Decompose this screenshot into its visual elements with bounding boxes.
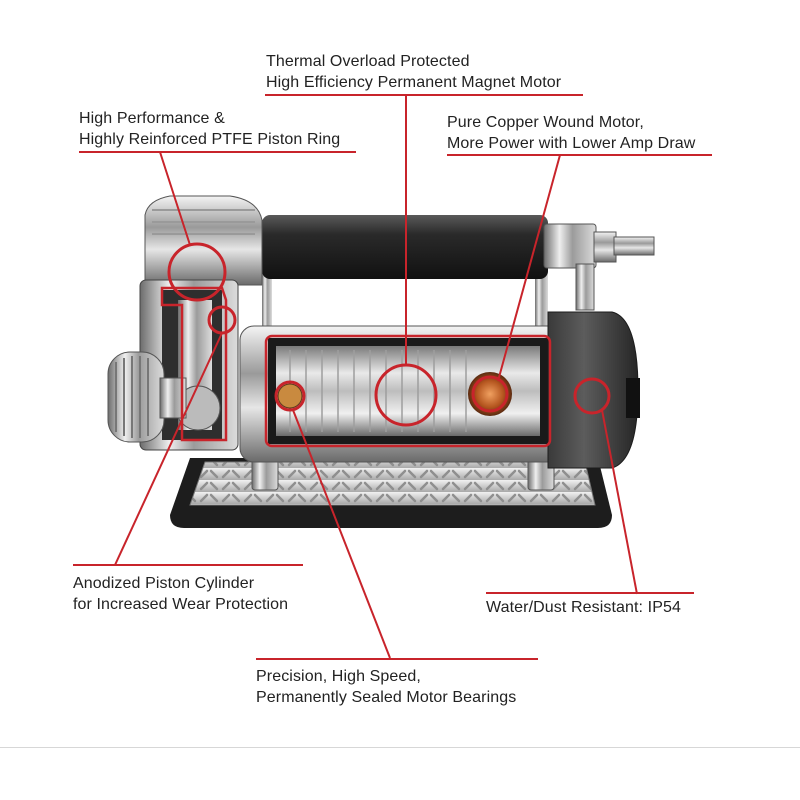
callout-line: Anodized Piston Cylinder [73,575,255,592]
bearing-marker [274,380,306,412]
callout-underline [447,154,712,156]
callout-line: High Performance & [79,110,225,127]
callout-piston-ring: High Performance & Highly Reinforced PTF… [79,108,340,150]
callout-line: Permanently Sealed Motor Bearings [256,689,517,706]
cylinder-head [139,195,263,451]
callout-ip54: Water/Dust Resistant: IP54 [486,597,681,618]
callout-line: Pure Copper Wound Motor, [447,114,644,131]
handle [262,215,655,311]
callout-bearings: Precision, High Speed, Permanently Seale… [256,666,516,708]
leader-lines [114,96,638,659]
callout-line: High Efficiency Permanent Magnet Motor [266,74,562,91]
callout-underline [256,658,538,660]
callout-line: More Power with Lower Amp Draw [447,135,696,152]
end-cap [547,311,640,469]
callout-line: for Increased Wear Protection [73,596,289,613]
copper-marker [471,375,509,413]
callout-piston-cylinder: Anodized Piston Cylinder for Increased W… [73,573,288,615]
motor-housing [239,325,571,463]
base-tray [170,458,612,528]
callout-line: Thermal Overload Protected [266,53,470,70]
piston-ring-marker [167,242,227,302]
callout-underline [79,151,356,153]
ip54-marker [573,377,611,415]
footer-divider [0,747,800,748]
callout-copper-motor: Pure Copper Wound Motor, More Power with… [447,112,695,154]
callout-line: Highly Reinforced PTFE Piston Ring [79,131,341,148]
callout-underline [265,94,583,96]
callout-line: Precision, High Speed, [256,668,421,685]
callout-thermal-motor: Thermal Overload Protected High Efficien… [266,51,561,93]
callout-underline [73,564,303,566]
callout-line: Water/Dust Resistant: IP54 [486,599,681,616]
cutaway-outlines [160,286,552,448]
callout-underline [486,592,694,594]
